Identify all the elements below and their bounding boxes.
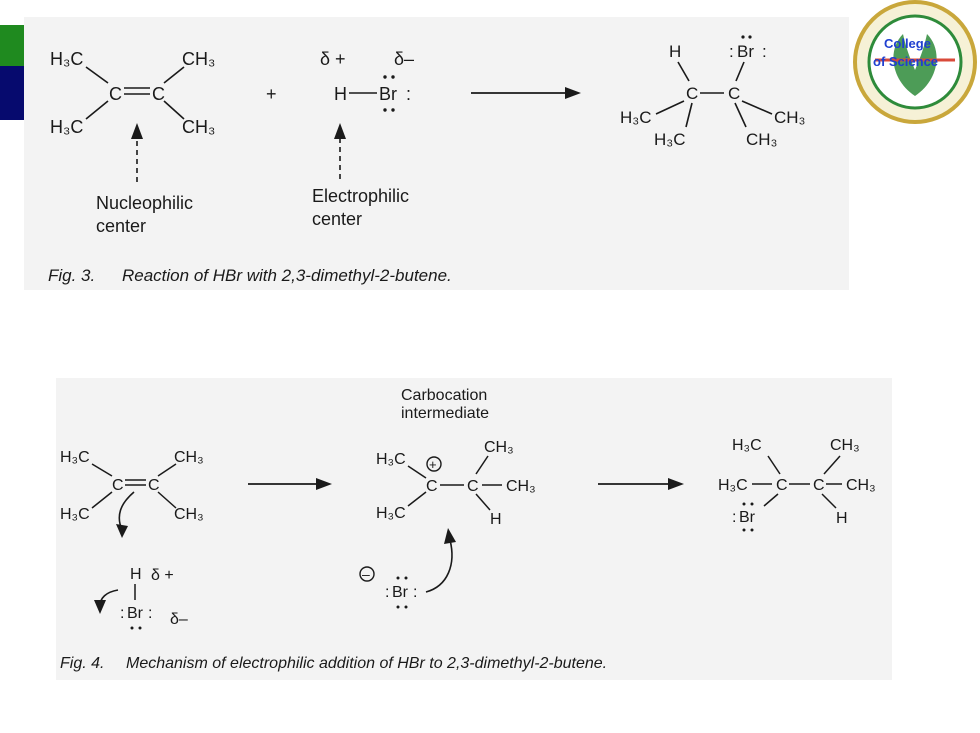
college-seal: College of Science bbox=[853, 0, 977, 124]
figure-3-panel: H₃C CH₃ H₃C CH₃ C C Nucleophilic center … bbox=[24, 17, 849, 290]
nucleophilic-label-line1: Nucleophilic bbox=[96, 193, 193, 213]
reaction-arrow-2 bbox=[598, 478, 684, 490]
figure-4-caption-label: Fig. 4. bbox=[60, 655, 104, 672]
carbon-left: C bbox=[686, 84, 698, 103]
bromine-lone-pair-right: : bbox=[406, 84, 411, 104]
reaction-arrow-1 bbox=[248, 478, 332, 490]
electrophilic-arrow bbox=[334, 123, 346, 179]
carbon-left: C bbox=[112, 477, 124, 494]
bromine-lone-pair-left: : bbox=[120, 605, 124, 622]
h3c-bottom: H₃C bbox=[376, 505, 406, 522]
carbon-right: C bbox=[728, 84, 740, 103]
carbon-right: C bbox=[813, 477, 825, 494]
bromine: Br bbox=[127, 605, 144, 622]
nucleophilic-arrow bbox=[131, 123, 143, 182]
bromine: Br bbox=[737, 42, 754, 61]
h3c-top: H₃C bbox=[732, 437, 762, 454]
hydrogen: H bbox=[130, 566, 142, 583]
ch3-top-right: CH₃ bbox=[174, 449, 204, 466]
bromide: Br bbox=[392, 584, 409, 601]
logo-line2: of Science bbox=[873, 54, 938, 69]
accent-bar-green bbox=[0, 25, 24, 66]
electrophilic-label-line2: center bbox=[312, 209, 362, 229]
delta-plus: δ + bbox=[151, 567, 174, 584]
hydrogen: H bbox=[669, 42, 681, 61]
carbon-neutral: C bbox=[467, 478, 479, 495]
ch3-right: CH₃ bbox=[846, 477, 876, 494]
bromide-anion: – : Br : bbox=[359, 566, 417, 609]
bromine: Br bbox=[739, 509, 756, 526]
ch3-right: CH₃ bbox=[774, 108, 805, 127]
university-logo: College of Science bbox=[851, 0, 980, 128]
delta-minus: δ– bbox=[170, 611, 188, 628]
bromide-lone-pair-left: : bbox=[385, 584, 389, 601]
h3c-bottom: H₃C bbox=[654, 130, 685, 149]
bromine-lone-pair-left: : bbox=[732, 509, 736, 526]
h3c-left: H₃C bbox=[718, 477, 748, 494]
carbon-right: C bbox=[148, 477, 160, 494]
product-bromoalkane: H : Br : C C H₃C H₃C CH₃ CH₃ bbox=[620, 35, 805, 149]
hbr-reagent: δ + δ– H Br : bbox=[320, 49, 414, 112]
hydrogen: H bbox=[490, 511, 502, 528]
electrophilic-label-line1: Electrophilic bbox=[312, 186, 409, 206]
h3c-bottom-left: H₃C bbox=[60, 506, 90, 523]
bromine-lone-pair-right: : bbox=[148, 605, 152, 622]
ch3-bottom: CH₃ bbox=[746, 130, 777, 149]
product-bromoalkane: H₃C CH₃ H₃C C C CH₃ : Br H bbox=[718, 437, 876, 532]
alkene-reactant: H₃C CH₃ H₃C CH₃ C C bbox=[60, 449, 204, 523]
ch3-top: CH₃ bbox=[830, 437, 860, 454]
positive-charge: + bbox=[429, 457, 437, 472]
nucleophilic-label-line2: center bbox=[96, 216, 146, 236]
curved-arrow-pi bbox=[118, 491, 135, 531]
delta-plus: δ + bbox=[320, 49, 346, 69]
hydrogen: H bbox=[836, 510, 848, 527]
reaction-arrow bbox=[471, 87, 581, 99]
carbocation-label-line1: Carbocation bbox=[401, 387, 487, 404]
bromine-lone-pair-right: : bbox=[762, 42, 767, 61]
figure-3-caption-label: Fig. 3. bbox=[48, 266, 95, 285]
carbon-right: C bbox=[152, 84, 165, 104]
accent-bar-navy bbox=[0, 66, 24, 120]
ch3-bottom-right: CH₃ bbox=[182, 117, 215, 137]
h3c-bottom-left: H₃C bbox=[50, 117, 83, 137]
h3c-top: H₃C bbox=[376, 451, 406, 468]
carbon-cation: C bbox=[426, 478, 438, 495]
carbon-left: C bbox=[776, 477, 788, 494]
bromide-lone-pair-right: : bbox=[413, 584, 417, 601]
ch3-top: CH₃ bbox=[484, 439, 514, 456]
figure-4-diagram: H₃C CH₃ H₃C CH₃ C C H δ + : Br : δ– Carb… bbox=[60, 387, 876, 672]
hbr-reagent: H δ + : Br : δ– bbox=[120, 566, 188, 630]
carbocation-intermediate: H₃C H₃C + C C CH₃ CH₃ H bbox=[376, 439, 536, 528]
figure-4-panel: H₃C CH₃ H₃C CH₃ C C H δ + : Br : δ– Carb… bbox=[56, 378, 892, 680]
delta-minus: δ– bbox=[394, 49, 414, 69]
curved-arrow-bromide bbox=[425, 539, 453, 593]
ch3-right: CH₃ bbox=[506, 478, 536, 495]
h3c-top-left: H₃C bbox=[60, 449, 90, 466]
ch3-bottom-right: CH₃ bbox=[174, 506, 204, 523]
plus-sign: + bbox=[266, 84, 277, 104]
hydrogen: H bbox=[334, 84, 347, 104]
negative-charge: – bbox=[362, 566, 370, 582]
figure-3-caption: Reaction of HBr with 2,3-dimethyl-2-bute… bbox=[122, 266, 452, 285]
ch3-top-right: CH₃ bbox=[182, 49, 215, 69]
figure-3-diagram: H₃C CH₃ H₃C CH₃ C C Nucleophilic center … bbox=[48, 35, 805, 285]
h3c-left: H₃C bbox=[620, 108, 651, 127]
carbocation-label-line2: intermediate bbox=[401, 405, 489, 422]
figure-4-caption: Mechanism of electrophilic addition of H… bbox=[126, 655, 607, 672]
logo-line1: College bbox=[884, 36, 931, 51]
carbon-left: C bbox=[109, 84, 122, 104]
h3c-top-left: H₃C bbox=[50, 49, 83, 69]
bromine-lone-pair-left: : bbox=[729, 42, 734, 61]
bromine: Br bbox=[379, 84, 397, 104]
alkene-reactant: H₃C CH₃ H₃C CH₃ C C bbox=[50, 49, 215, 137]
